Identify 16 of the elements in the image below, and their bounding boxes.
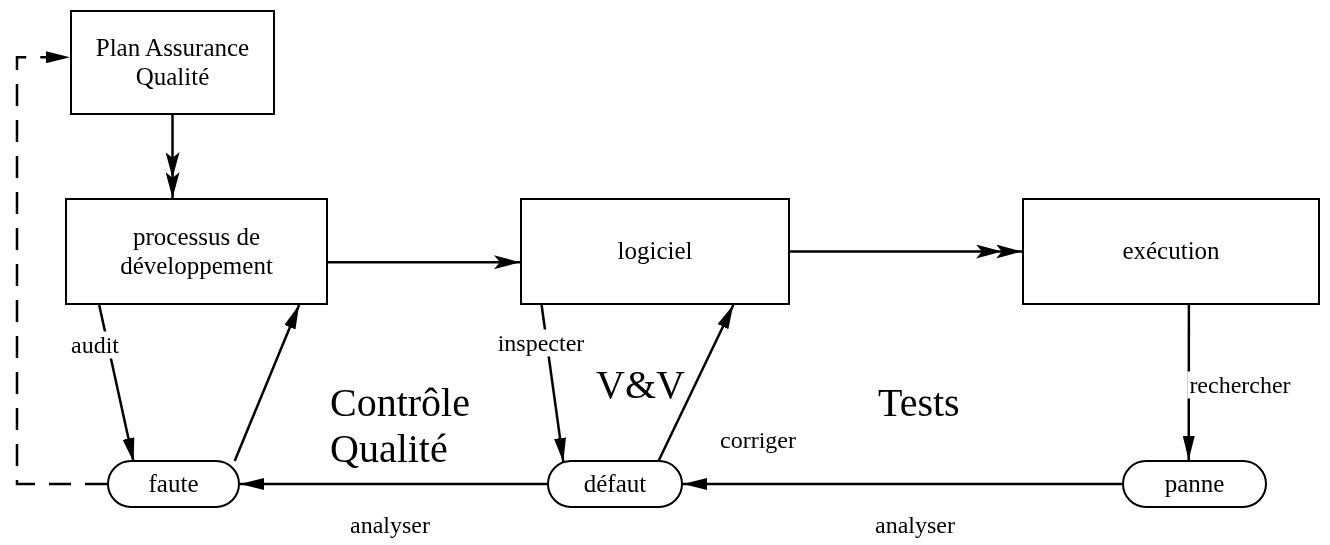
region-label: Contrôle Qualité [330,380,471,472]
edge-label: rechercher [1187,371,1293,399]
arrow [683,478,1122,490]
region-label: V&V [596,362,685,408]
region-label: Tests [878,380,960,426]
edge-label: audit [69,331,121,359]
arrow [240,478,547,490]
arrow [328,255,520,270]
process-box: logiciel [520,198,790,305]
process-box: Plan Assurance Qualité [70,10,275,115]
arrow [15,51,107,486]
arrow [657,304,735,462]
process-box: processus de développement [65,198,328,305]
arrow [233,304,301,462]
process-box: exécution [1022,198,1320,305]
edge-label: inspecter [495,329,587,357]
